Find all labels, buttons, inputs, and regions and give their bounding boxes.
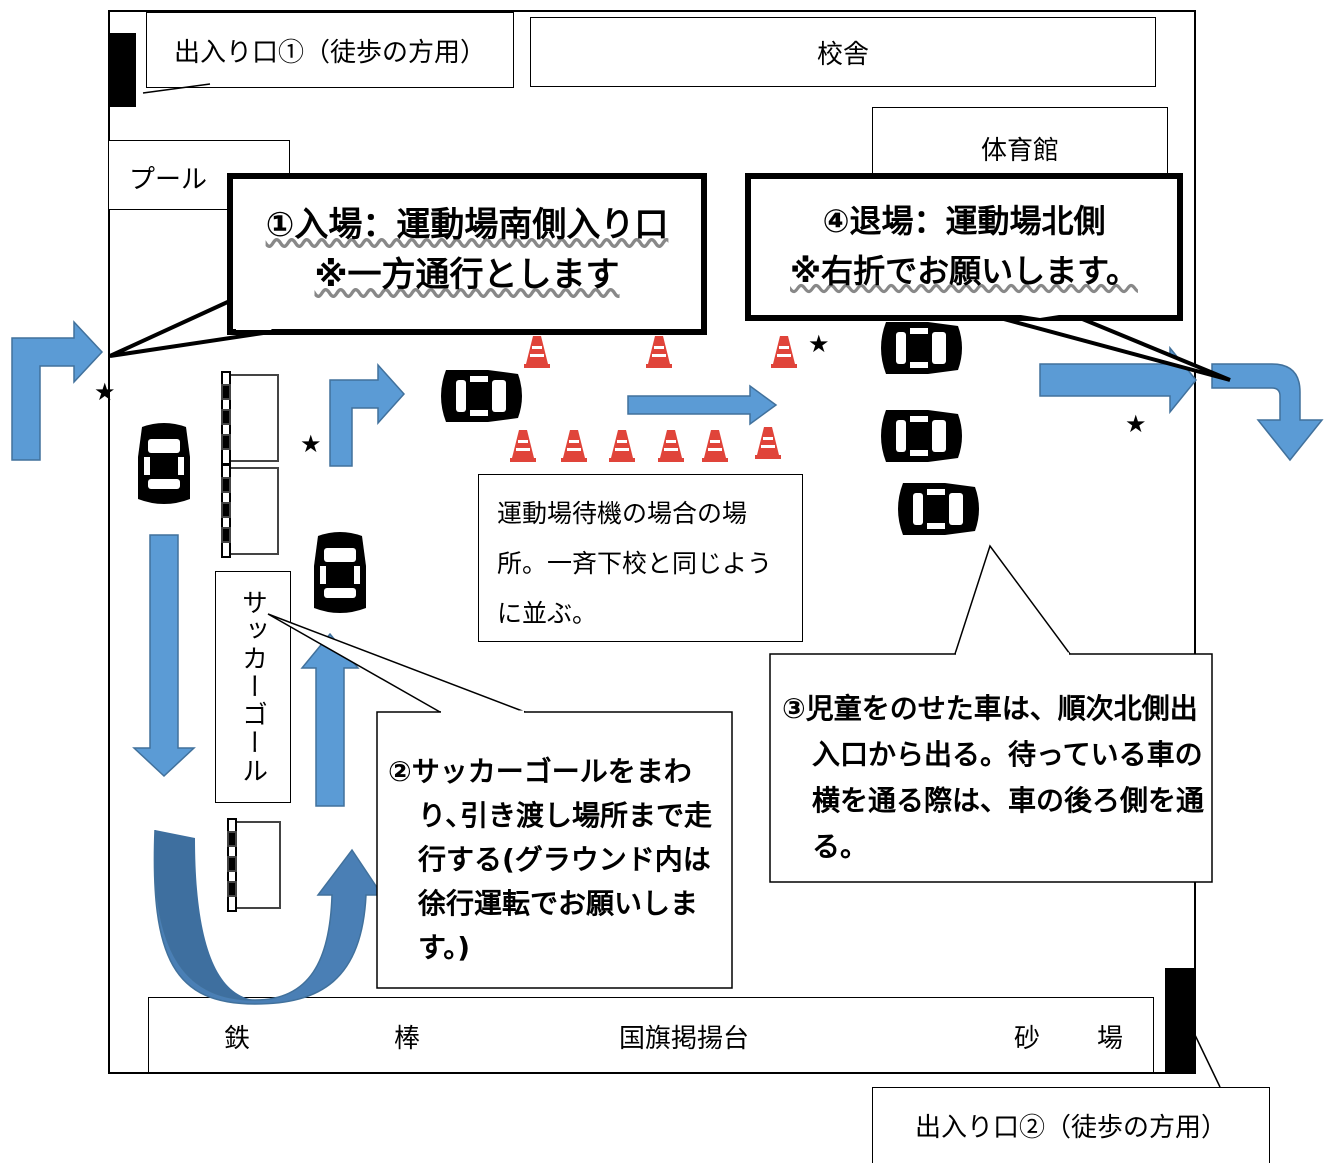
cone-icon [510, 430, 536, 462]
iron-bar-label-2: 棒 [394, 1024, 421, 1054]
ground-boundary [108, 10, 1196, 1074]
callout3-text: ③児童をのせた車は、順次北側出入口から出る。待っている車の横を通る際は、車の後ろ… [782, 686, 1206, 870]
entrance1-pointer [142, 83, 211, 94]
school-building: 校舎 [530, 17, 1156, 87]
car-icon [881, 322, 962, 374]
callout1-line1: ①入場：運動場南側入り口 [265, 205, 669, 245]
soccer-goal: サッカーゴール [215, 571, 291, 803]
goal-frame-3 [227, 818, 281, 912]
callout1-text: ①入場：運動場南側入り口 ※一方通行とします [236, 200, 698, 300]
callout4-text: ④退場：運動場北側 ※右折でお願いします。 [754, 196, 1174, 296]
center-right-arrow [627, 384, 778, 426]
star-icon: ★ [1125, 410, 1147, 438]
gym: 体育館 [872, 107, 1168, 183]
cone-icon [524, 336, 550, 368]
entry-arrow [11, 320, 104, 461]
iron-bar-label-1: 鉄 [224, 1024, 251, 1054]
star-icon: ★ [808, 330, 830, 358]
entrance2-pointer [1194, 1034, 1221, 1088]
entrance2-label: 出入り口②（徒歩の方用） [872, 1087, 1270, 1163]
sandpit-label-2: 場 [1097, 1024, 1124, 1054]
goal-frame-2 [221, 464, 279, 558]
flag-stand-label: 国旗掲揚台 [619, 1024, 750, 1054]
car-icon [441, 370, 522, 422]
pool-label: プール [129, 165, 208, 195]
waiting-area-text: 運動場待機の場合の場所。一斉下校と同じように並ぶ。 [497, 499, 773, 628]
callout3-content: ③児童をのせた車は、順次北側出入口から出る。待っている車の横を通る際は、車の後ろ… [782, 692, 1205, 863]
entrance2-label-text: 出入り口②（徒歩の方用） [914, 1113, 1227, 1143]
bottom-facilities: 鉄 棒 国旗掲揚台 砂 場 [148, 997, 1154, 1073]
cone-icon [771, 336, 797, 368]
star-icon: ★ [94, 378, 116, 406]
gym-label: 体育館 [980, 136, 1059, 166]
cone-icon [658, 430, 684, 462]
goal-frame-1 [221, 371, 279, 465]
car-icon [898, 483, 979, 535]
callout4-line1: ④退場：運動場北側 [822, 202, 1106, 240]
entrance1-gate [108, 33, 136, 107]
car-icon [881, 410, 962, 462]
entrance1-label: 出入り口①（徒歩の方用） [146, 12, 514, 88]
exit-right-turn-arrow [1211, 363, 1324, 462]
cone-icon [755, 427, 781, 459]
cone-icon [702, 430, 728, 462]
school-building-label: 校舎 [816, 39, 869, 70]
turn-right-arrow [329, 363, 406, 467]
star-icon: ★ [300, 430, 322, 458]
cone-icon [646, 336, 672, 368]
car-icon [314, 532, 366, 613]
callout1-box [227, 173, 707, 335]
entrance2-gate [1165, 968, 1195, 1072]
down-arrow [132, 534, 196, 778]
callout4-box [745, 173, 1183, 321]
cone-icon [561, 430, 587, 462]
callout3-tail [953, 544, 1072, 655]
waiting-area-note: 運動場待機の場合の場所。一斉下校と同じように並ぶ。 [478, 474, 803, 642]
callout4-line2: ※右折でお願いします。 [790, 252, 1138, 290]
sandpit-label-1: 砂 [1014, 1024, 1041, 1054]
callout2-box [376, 711, 733, 989]
soccer-goal-label: サッカーゴール [237, 589, 268, 785]
cone-icon [609, 430, 635, 462]
callout2-text: ②サッカーゴールをまわり､引き渡し場所まで走行する(グラウンド内は徐行運転でお願… [388, 750, 724, 970]
callout2-content: ②サッカーゴールをまわり､引き渡し場所まで走行する(グラウンド内は徐行運転でお願… [388, 755, 713, 964]
callout1-line2: ※一方通行とします [314, 255, 620, 295]
entrance1-label-text: 出入り口①（徒歩の方用） [173, 37, 486, 68]
callout3-box [769, 653, 1213, 883]
car-icon [138, 423, 190, 504]
